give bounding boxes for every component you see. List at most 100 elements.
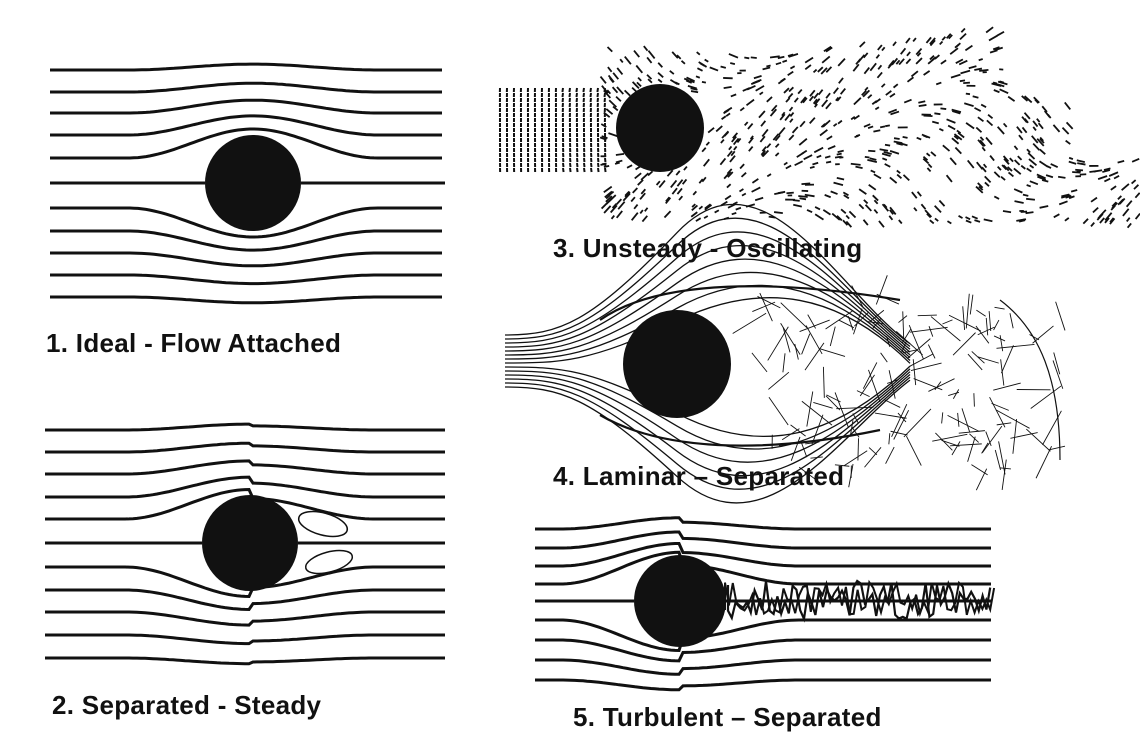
flow-dash (1038, 160, 1049, 168)
flow-dash (861, 89, 867, 96)
streamline (504, 231, 911, 350)
wake-streak (834, 464, 850, 467)
flow-dash (766, 96, 773, 103)
flow-dash (789, 65, 796, 70)
streamline (45, 475, 445, 499)
flow-dash (1006, 166, 1013, 172)
flow-dash (922, 156, 929, 161)
flow-dash (834, 155, 842, 159)
flow-dash (723, 171, 732, 180)
flow-dash (646, 74, 653, 80)
flow-dash (951, 108, 962, 114)
wake-streak (994, 449, 1001, 471)
flow-dash (800, 96, 807, 104)
flow-dash (793, 97, 799, 103)
wake-streak (969, 433, 979, 443)
flow-dash (758, 110, 766, 119)
flow-dash (1023, 95, 1033, 104)
streamline (45, 487, 445, 521)
flow-dash (893, 140, 903, 145)
wake-streak (965, 293, 970, 329)
flow-dash (918, 104, 927, 108)
flow-dash (1018, 134, 1024, 141)
turbulent-wake (726, 579, 992, 623)
flow-dash (658, 180, 666, 189)
flow-dash (949, 47, 959, 55)
flow-dash (669, 70, 675, 75)
flow-dash (657, 78, 663, 83)
flow-dash (1028, 158, 1038, 166)
wake-streak (768, 371, 790, 390)
flow-dash (1104, 177, 1111, 183)
flow-dash (905, 58, 912, 65)
flow-dash (825, 66, 833, 73)
streamline (50, 98, 442, 115)
flow-dash (766, 143, 772, 149)
flow-dash (819, 129, 828, 137)
flow-dash (992, 46, 1000, 51)
flow-dash (1093, 169, 1103, 173)
flow-dash (704, 204, 713, 211)
wake-streak (962, 306, 966, 330)
wake-streak (993, 319, 1000, 331)
flow-dash (647, 50, 656, 60)
flow-dash (777, 55, 785, 60)
flow-dash (761, 128, 769, 138)
wake-streak (825, 310, 854, 330)
flow-dash (590, 167, 593, 173)
flow-dash (720, 65, 727, 69)
wake-streak (1053, 352, 1061, 375)
flow-dash (821, 99, 829, 108)
flow-dash (611, 203, 618, 209)
flow-dash (1050, 163, 1059, 169)
streamline (50, 114, 442, 137)
flow-dash (835, 96, 840, 102)
flow-dash (837, 119, 843, 125)
flow-dash (646, 56, 653, 64)
streamline (45, 633, 445, 646)
flow-dash (950, 73, 961, 79)
wake-streak (958, 430, 985, 434)
flow-dash (891, 57, 899, 66)
flow-dash (798, 137, 808, 146)
flow-dash (582, 92, 585, 98)
wake-streak (867, 321, 885, 325)
flow-dash (924, 209, 933, 218)
flow-dash (842, 219, 849, 226)
flow-dash (883, 203, 888, 209)
flow-dash (820, 67, 828, 75)
flow-dash (872, 194, 879, 202)
flow-dash (576, 162, 579, 168)
flow-dash (931, 120, 939, 125)
wake-streak (1030, 385, 1062, 409)
flow-dash (605, 195, 613, 203)
flow-dash (707, 127, 715, 134)
flow-dash (965, 216, 971, 221)
wake-streak (930, 316, 961, 342)
flow-dash (742, 87, 751, 92)
wake-streak (901, 328, 912, 344)
wake-streak (1052, 360, 1064, 389)
flow-dash (951, 110, 961, 115)
flow-dash (1009, 157, 1014, 163)
streamline (45, 588, 445, 612)
flow-dash (957, 131, 965, 139)
flow-dash (590, 162, 593, 168)
flow-dash (624, 190, 630, 197)
flow-dash (993, 171, 1001, 178)
flow-dash (637, 179, 644, 186)
flow-dash (766, 173, 772, 178)
flow-dash (665, 196, 671, 203)
flow-dash (597, 167, 600, 173)
flow-dash (946, 118, 956, 124)
flow-dash (812, 161, 819, 166)
flow-dash (633, 203, 639, 210)
flow-dash (958, 215, 963, 219)
flow-dash (877, 64, 883, 70)
flow-dash (709, 66, 719, 72)
flow-dash (696, 51, 701, 56)
flow-dash (622, 192, 631, 202)
flow-dash (678, 195, 684, 201)
flow-dash (1131, 157, 1140, 163)
flow-dash (715, 125, 723, 133)
